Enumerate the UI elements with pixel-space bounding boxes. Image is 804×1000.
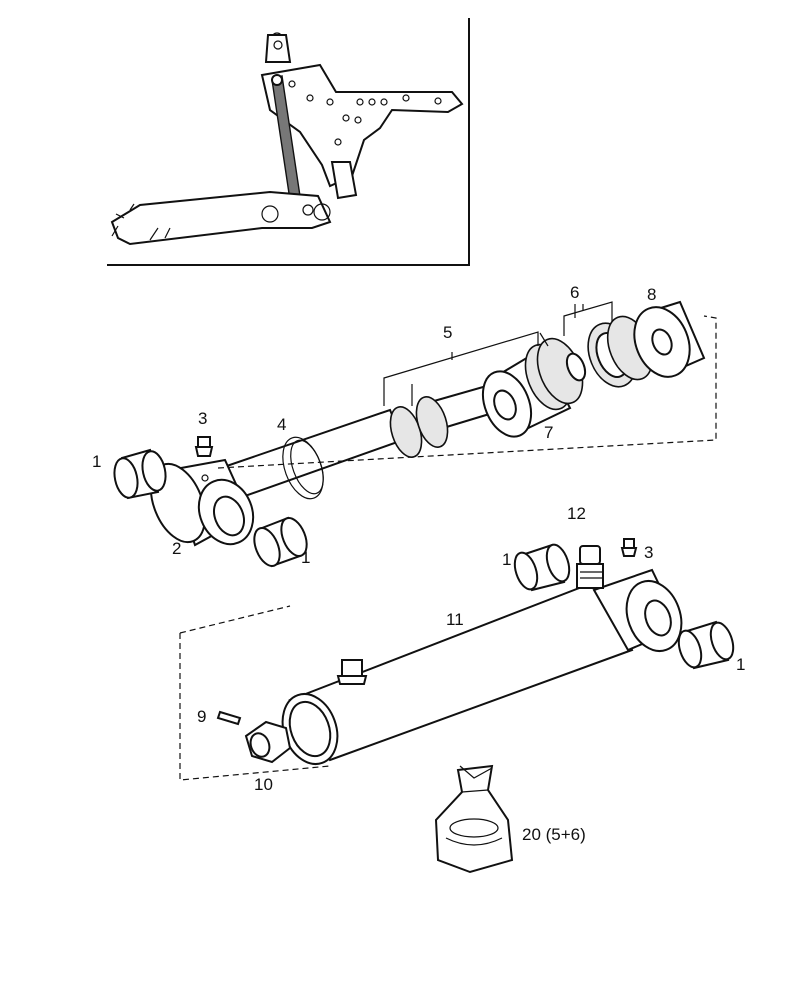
callout-2: 2: [172, 539, 181, 558]
bushing-part-1-left: [113, 448, 167, 500]
rod-assembly: [113, 300, 717, 568]
piston-rod: [213, 408, 405, 504]
callout-11: 11: [446, 610, 464, 629]
piston-part-7: [481, 337, 584, 438]
inset-locator-view: [107, 18, 470, 266]
callout-5: 5: [443, 323, 452, 342]
leader-lines: [383, 301, 613, 406]
port-plug-part-12: [576, 545, 604, 589]
cylinder-barrel-part-11: [179, 545, 683, 781]
callout-1-barrel-rear: 1: [736, 655, 745, 674]
callout-4: 4: [277, 415, 286, 434]
callout-10: 10: [254, 775, 273, 794]
callout-1-upper-right: 1: [301, 548, 310, 567]
bushing-part-1-right: [253, 516, 308, 568]
callout-3-lower: 3: [644, 543, 653, 562]
callout-12: 12: [567, 504, 586, 523]
callout-8: 8: [647, 285, 656, 304]
seal-kit-bag-part-20: [434, 764, 514, 874]
callout-3-upper: 3: [198, 409, 207, 428]
grease-nipple-part-3-lower: [620, 538, 638, 557]
bushing-part-1-rear: [677, 620, 735, 670]
callout-6: 6: [570, 283, 579, 302]
callout-20-seal-kit: 20 (5+6): [522, 825, 586, 844]
callout-1-upper-left: 1: [92, 452, 101, 471]
callout-9: 9: [197, 707, 206, 726]
head-part-8: [633, 300, 706, 378]
pin-part-9: [216, 710, 242, 726]
callout-labels: 1 1 1 1 2 3 3 4 5 6 7 8 9 10 11 12 20 (5…: [92, 283, 745, 844]
callout-7: 7: [544, 423, 553, 442]
rod-seals: [389, 396, 449, 458]
callout-1-barrel-top: 1: [502, 550, 511, 569]
grease-nipple-part-3-upper: [194, 436, 214, 457]
bushing-part-1-upper-barrel: [513, 543, 571, 592]
nut-part-10: [244, 720, 292, 764]
